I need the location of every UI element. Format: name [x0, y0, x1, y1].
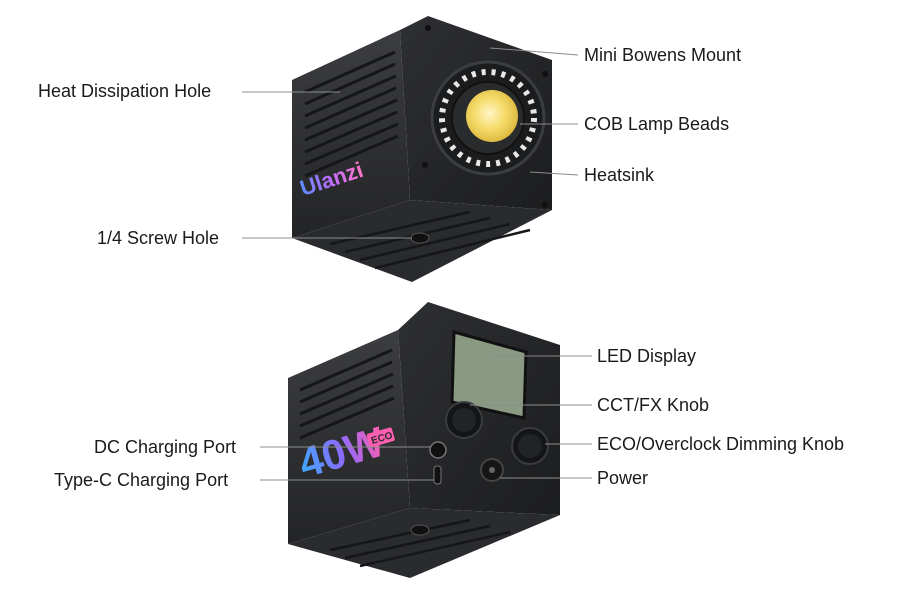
top-leader-lines: [242, 47, 579, 239]
bottom-vents: [329, 210, 531, 270]
bottom-leader-lines: [260, 355, 592, 481]
eco-badge-bg: [366, 427, 395, 448]
top-light-unit: Ulanzi: [292, 16, 552, 282]
label-dc-charging-port: DC Charging Port: [94, 437, 237, 457]
label-heatsink: Heatsink: [584, 165, 655, 185]
label-cob-lamp-beads: COB Lamp Beads: [584, 114, 730, 134]
screw-hole: [410, 232, 430, 244]
label-type-c-charging-port: Type-C Charging Port: [54, 470, 229, 490]
eco-overclock-dimming-knob[interactable]: [511, 427, 549, 465]
bottom-screw-hole: [410, 524, 430, 536]
label-power: Power: [597, 468, 649, 488]
led-display: [450, 330, 528, 420]
label-heat-dissipation-hole: Heat Dissipation Hole: [38, 81, 212, 101]
heat-dissipation-vents: [304, 50, 399, 178]
power-icon: [489, 467, 495, 473]
bottom-unit-bottom-face: [288, 508, 560, 578]
label-led-display: LED Display: [597, 346, 697, 366]
front-screws: [422, 25, 548, 208]
bottom-light-unit: 40W ECO: [288, 302, 560, 578]
bottom-unit-vents: [329, 518, 511, 568]
label-cct-fx-knob: CCT/FX Knob: [597, 395, 710, 415]
dc-charging-port[interactable]: [429, 441, 447, 459]
cct-fx-knob[interactable]: [445, 401, 483, 439]
label-screw-hole: 1/4 Screw Hole: [97, 228, 220, 248]
cob-lamp-beads: [466, 90, 518, 142]
label-eco-dimming-knob: ECO/Overclock Dimming Knob: [597, 434, 845, 454]
label-mini-bowens-mount: Mini Bowens Mount: [584, 45, 742, 65]
side-vents: [299, 348, 395, 440]
type-c-charging-port[interactable]: [433, 465, 442, 485]
